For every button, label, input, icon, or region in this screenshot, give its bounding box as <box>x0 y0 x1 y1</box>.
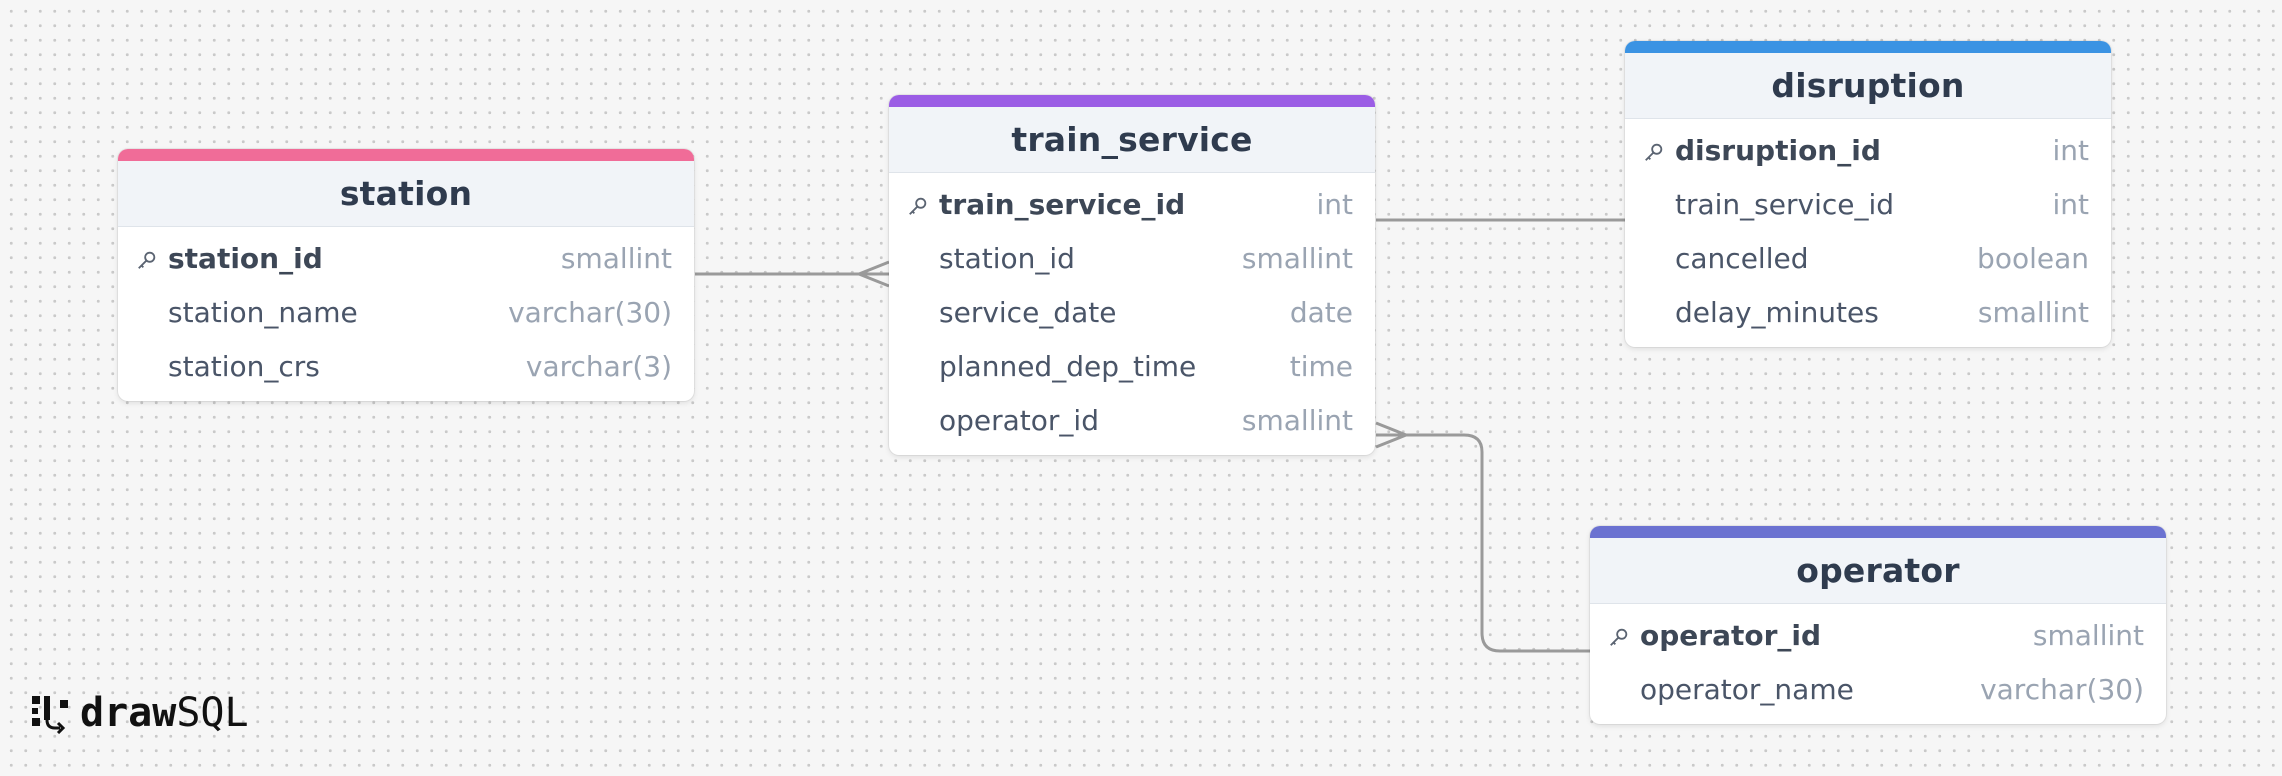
column-name: delay_minutes <box>1675 295 1879 329</box>
drawsql-logo-icon <box>32 696 68 734</box>
table-columns: disruption_id int train_service_id int c… <box>1625 119 2111 347</box>
column-row-delay-minutes[interactable]: delay_minutes smallint <box>1625 285 2111 339</box>
column-type: int <box>1316 187 1353 221</box>
table-columns: train_service_id int station_id smallint… <box>889 173 1375 455</box>
column-row-station-name[interactable]: station_name varchar(30) <box>118 285 694 339</box>
column-name: station_id <box>939 241 1075 275</box>
column-row-train-service-id[interactable]: train_service_id int <box>889 177 1375 231</box>
key-icon <box>1645 143 1663 161</box>
table-columns: station_id smallint station_name varchar… <box>118 227 694 401</box>
column-name: station_crs <box>168 349 320 383</box>
key-icon <box>138 251 156 269</box>
column-name: train_service_id <box>1675 187 1895 221</box>
table-train-service[interactable]: train_service train_service_id int stati… <box>889 95 1375 455</box>
column-row-train-service-id[interactable]: train_service_id int <box>1625 177 2111 231</box>
column-type: varchar(30) <box>1980 672 2144 706</box>
column-type: varchar(3) <box>525 349 672 383</box>
column-type: smallint <box>1241 403 1353 437</box>
brand-text-draw: draw <box>80 690 177 736</box>
table-operator[interactable]: operator operator_id smallint operator_n… <box>1590 526 2166 724</box>
table-header[interactable]: train_service <box>889 95 1375 173</box>
key-icon <box>1610 628 1628 646</box>
column-name: disruption_id <box>1675 133 1881 167</box>
column-name: station_id <box>168 241 323 275</box>
table-header[interactable]: operator <box>1590 526 2166 604</box>
column-name: operator_id <box>939 403 1099 437</box>
relationship-station-train-service[interactable] <box>695 260 890 288</box>
column-row-cancelled[interactable]: cancelled boolean <box>1625 231 2111 285</box>
column-row-planned-dep-time[interactable]: planned_dep_time time <box>889 339 1375 393</box>
column-type: smallint <box>2032 618 2144 652</box>
column-row-station-id[interactable]: station_id smallint <box>889 231 1375 285</box>
column-row-operator-id[interactable]: operator_id smallint <box>1590 608 2166 662</box>
column-type: smallint <box>1977 295 2089 329</box>
table-title: station <box>339 174 473 213</box>
column-name: service_date <box>939 295 1117 329</box>
column-row-service-date[interactable]: service_date date <box>889 285 1375 339</box>
key-icon <box>909 197 927 215</box>
table-title: train_service <box>1011 120 1253 159</box>
crows-foot-many-icon <box>1375 421 1411 449</box>
column-row-operator-name[interactable]: operator_name varchar(30) <box>1590 662 2166 716</box>
crows-foot-many-icon <box>854 260 890 288</box>
table-title: operator <box>1796 551 1960 590</box>
column-name: operator_id <box>1640 618 1822 652</box>
column-name: planned_dep_time <box>939 349 1197 383</box>
table-columns: operator_id smallint operator_name varch… <box>1590 604 2166 724</box>
column-row-station-crs[interactable]: station_crs varchar(3) <box>118 339 694 393</box>
column-type: int <box>2052 133 2089 167</box>
column-name: train_service_id <box>939 187 1186 221</box>
table-header[interactable]: station <box>118 149 694 227</box>
table-title: disruption <box>1771 66 1965 105</box>
column-type: time <box>1289 349 1353 383</box>
column-name: station_name <box>168 295 358 329</box>
column-row-operator-id[interactable]: operator_id smallint <box>889 393 1375 447</box>
column-type: smallint <box>1241 241 1353 275</box>
column-row-disruption-id[interactable]: disruption_id int <box>1625 123 2111 177</box>
column-type: int <box>2052 187 2089 221</box>
column-type: boolean <box>1977 241 2089 275</box>
table-station[interactable]: station station_id smallint station_name… <box>118 149 694 401</box>
brand-text-sql: SQL <box>176 690 249 736</box>
column-type: smallint <box>560 241 672 275</box>
column-name: cancelled <box>1675 241 1809 275</box>
table-disruption[interactable]: disruption disruption_id int train_servi… <box>1625 41 2111 347</box>
column-row-station-id[interactable]: station_id smallint <box>118 231 694 285</box>
table-header[interactable]: disruption <box>1625 41 2111 119</box>
relationship-operator-train-service[interactable] <box>1375 421 1590 653</box>
column-type: date <box>1289 295 1353 329</box>
column-name: operator_name <box>1640 672 1854 706</box>
column-type: varchar(30) <box>508 295 672 329</box>
